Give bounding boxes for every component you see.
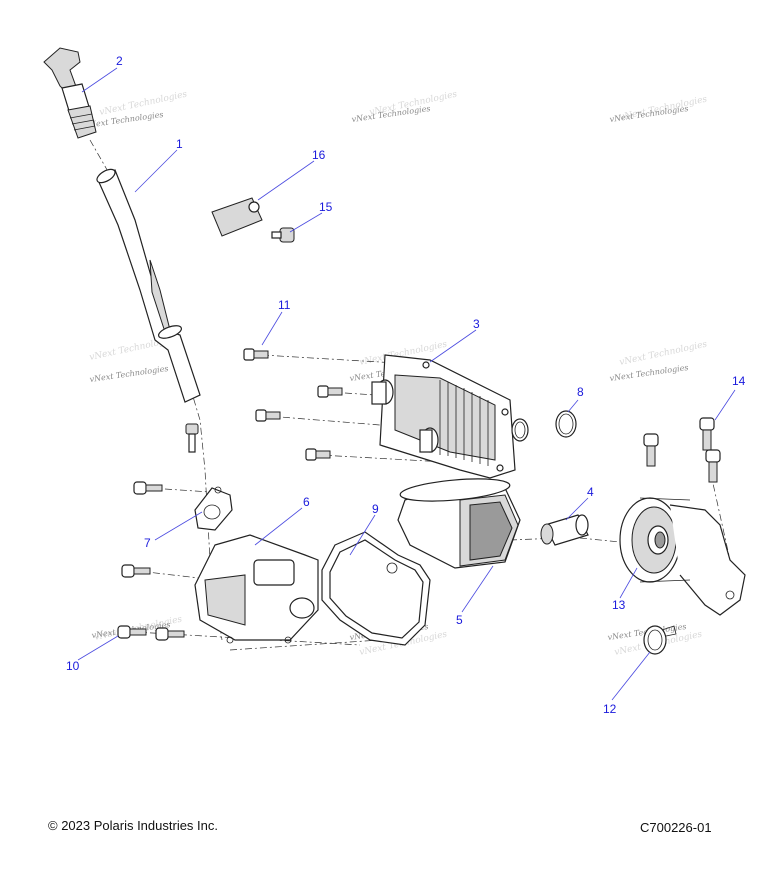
bolt [643,433,659,467]
bolt [155,627,185,641]
bolt [305,448,331,461]
part-7-gasket [194,486,233,531]
callout-12: 12 [603,702,617,716]
part-15-plug [271,227,295,243]
diagram-code: C700226-01 [640,820,712,835]
callout-1: 1 [176,137,183,151]
callout-13: 13 [612,598,626,612]
part-4-spacer [540,514,589,546]
callout-6: 6 [303,495,310,509]
bolt [699,417,715,451]
copyright-notice: © 2023 Polaris Industries Inc. [48,818,218,833]
callout-4: 4 [587,485,594,499]
callout-11: 11 [278,298,291,312]
bolt [317,385,343,398]
callout-9: 9 [372,502,379,516]
o-ring [511,418,529,442]
callout-2: 2 [116,54,123,68]
callout-8: 8 [577,385,584,399]
part-13-filter-adapter [619,497,746,616]
callout-numbers: 2 1 3 4 5 6 7 8 9 10 11 12 13 14 15 16 [66,54,746,716]
bolt [117,625,147,639]
part-8-o-ring [555,410,577,438]
part-10-bolts [117,625,185,641]
callout-7: 7 [144,536,151,550]
callout-10: 10 [66,659,80,673]
bolt [121,564,151,578]
part-1-dipstick-tube [96,168,201,403]
part-5-oil-filter [397,478,521,569]
callout-15: 15 [319,200,333,214]
callout-14: 14 [732,374,746,388]
watermark: vNext Technologies [89,364,169,384]
watermark-ghost: vNext Technologies [619,339,709,367]
part-11-bolts [243,348,343,461]
part-14-bolts [643,417,721,483]
bolt [255,409,281,422]
bolt [133,481,163,495]
part-12-clamp [643,625,677,655]
housing-bolts [121,481,163,578]
part-16-clip [211,197,263,237]
part-6-filter-housing [194,534,319,644]
part-9-gasket [321,531,431,646]
leader-lines [77,67,736,701]
callout-3: 3 [473,317,480,331]
bolt [705,449,721,483]
bolt [243,348,269,361]
bolt [185,423,199,453]
callout-16: 16 [312,148,326,162]
part-2-dipstick-handle [43,47,97,139]
watermark: vNext Technologies [84,110,164,130]
part-3-oil-cooler [371,354,516,479]
callout-5: 5 [456,613,463,627]
